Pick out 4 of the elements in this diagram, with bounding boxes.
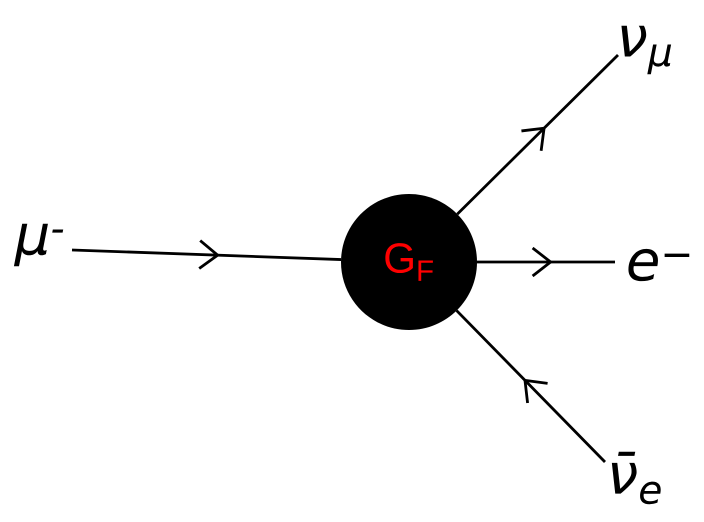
particle-label: ν$_{μ}$ [621,26,672,74]
particle-label: e$^{−}$ [628,248,690,282]
particle-label: μ$^{-}$ [14,224,64,266]
particle-label: ν̄$_{e}$ [612,452,661,504]
